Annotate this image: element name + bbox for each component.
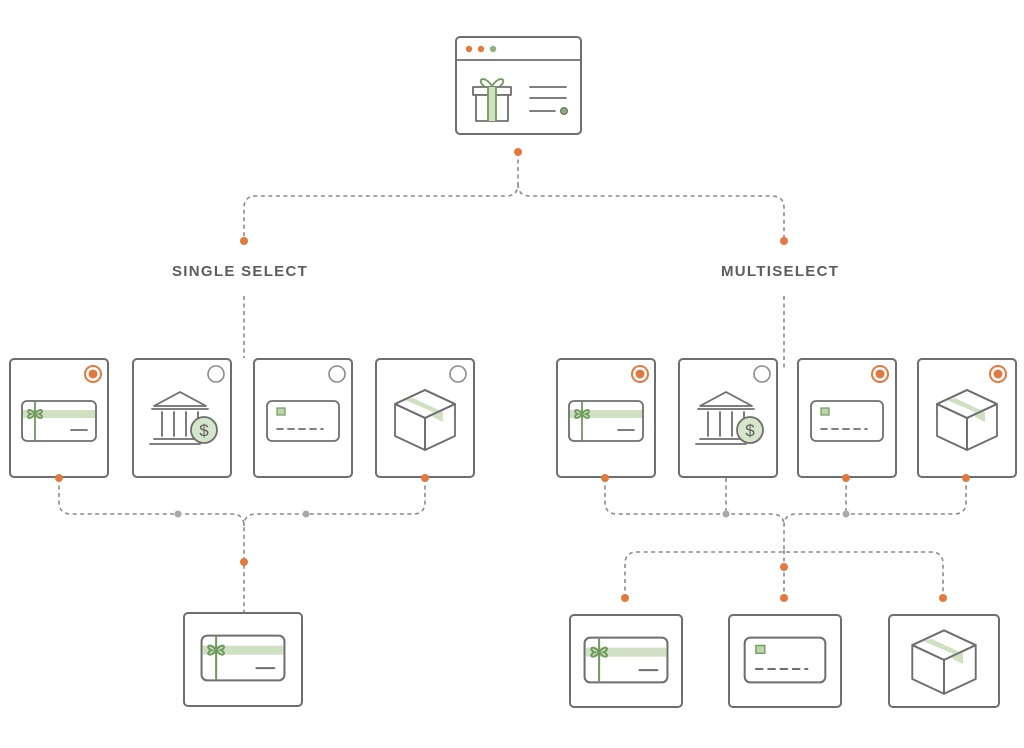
radio-unselected-icon[interactable]	[207, 365, 225, 383]
root-node	[455, 36, 582, 135]
connector-dot	[240, 237, 248, 245]
package-box-icon	[911, 629, 977, 695]
radio-fill-icon	[635, 369, 645, 379]
connector-dot	[55, 474, 63, 482]
connector-dot	[842, 474, 850, 482]
gift-card-icon	[583, 636, 669, 684]
connector-dot	[174, 510, 182, 518]
connector-dot	[780, 594, 788, 602]
connector-dot	[601, 474, 609, 482]
single-option-bank[interactable]	[132, 358, 232, 478]
multi-option-bank[interactable]	[678, 358, 778, 478]
connector-multi-options-merge	[604, 478, 967, 550]
credit-card-icon	[810, 400, 884, 442]
multi-result-package	[888, 614, 1000, 708]
single-option-credit-card[interactable]	[253, 358, 353, 478]
connector-dot	[780, 563, 788, 571]
multi-result-credit-card	[728, 614, 842, 708]
gift-card-icon	[21, 400, 97, 442]
connector-dot	[939, 594, 947, 602]
gift-card-icon	[200, 634, 286, 682]
multi-result-gift-card	[569, 614, 683, 708]
connector-dot	[780, 237, 788, 245]
radio-unselected-icon[interactable]	[449, 365, 467, 383]
gift-card-icon	[568, 400, 644, 442]
connector-dot	[621, 594, 629, 602]
radio-fill-icon	[88, 369, 98, 379]
connector-dot	[240, 558, 248, 566]
package-box-icon	[394, 389, 456, 451]
single-select-label: SINGLE SELECT	[172, 263, 309, 280]
connector-dot	[722, 510, 730, 518]
connector-dot	[302, 510, 310, 518]
credit-card-icon	[266, 400, 340, 442]
connector-dot	[962, 474, 970, 482]
radio-fill-icon	[993, 369, 1003, 379]
package-box-icon	[936, 389, 998, 451]
connector-dots	[55, 148, 970, 602]
multiselect-label: MULTISELECT	[721, 263, 840, 280]
connector-dot	[514, 148, 522, 156]
single-result-gift-card	[183, 612, 303, 707]
gift-icon	[472, 78, 512, 122]
connector-multi-to-results	[624, 550, 944, 598]
selection-radios	[84, 365, 1007, 383]
radio-fill-icon	[875, 369, 885, 379]
connector-dot	[842, 510, 850, 518]
radio-unselected-icon[interactable]	[753, 365, 771, 383]
connector-dot	[421, 474, 429, 482]
radio-unselected-icon[interactable]	[328, 365, 346, 383]
connector-single-options-to-result	[58, 478, 426, 612]
credit-card-icon	[743, 636, 827, 684]
connector-root-to-branches	[243, 152, 785, 240]
